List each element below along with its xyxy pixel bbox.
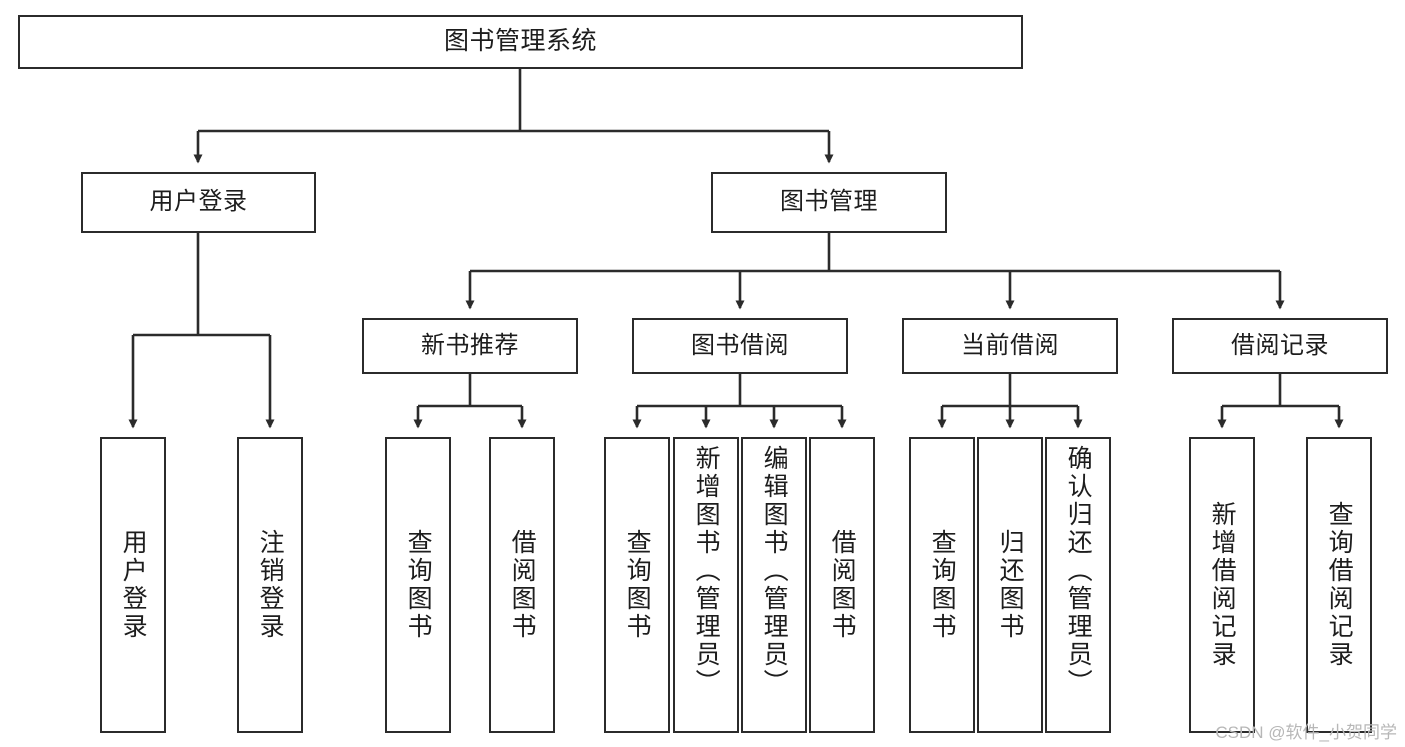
node-label: 查询借阅记录 bbox=[1325, 501, 1354, 669]
node-label: 注销登录 bbox=[256, 529, 285, 641]
node-label: 查询图书 bbox=[623, 529, 652, 641]
node-leaf-borrow-book-1[interactable]: 借阅图书 bbox=[489, 437, 555, 733]
node-label: 图书管理 bbox=[780, 188, 878, 216]
node-leaf-edit-book[interactable]: 编辑图书（管理员） bbox=[741, 437, 807, 733]
node-label: 新增图书（管理员） bbox=[692, 445, 721, 697]
node-leaf-query-book-2[interactable]: 查询图书 bbox=[604, 437, 670, 733]
node-label: 图书管理系统 bbox=[443, 27, 597, 56]
node-new-book-recommend[interactable]: 新书推荐 bbox=[362, 318, 578, 374]
node-leaf-user-login[interactable]: 用户登录 bbox=[100, 437, 166, 733]
node-label: 查询图书 bbox=[404, 529, 433, 641]
node-book-manage[interactable]: 图书管理 bbox=[711, 172, 947, 233]
node-label: 用户登录 bbox=[149, 188, 248, 216]
node-label: 编辑图书（管理员） bbox=[760, 445, 789, 697]
node-leaf-logout-login[interactable]: 注销登录 bbox=[237, 437, 303, 733]
node-label: 借阅图书 bbox=[828, 529, 857, 641]
node-label: 归还图书 bbox=[996, 529, 1025, 641]
node-label: 新书推荐 bbox=[421, 331, 519, 359]
node-label: 用户登录 bbox=[119, 529, 148, 641]
node-leaf-borrow-book-2[interactable]: 借阅图书 bbox=[809, 437, 875, 733]
node-leaf-return-book[interactable]: 归还图书 bbox=[977, 437, 1043, 733]
node-leaf-confirm-return[interactable]: 确认归还（管理员） bbox=[1045, 437, 1111, 733]
node-current-borrow[interactable]: 当前借阅 bbox=[902, 318, 1118, 374]
node-leaf-add-book[interactable]: 新增图书（管理员） bbox=[673, 437, 739, 733]
node-label: 借阅记录 bbox=[1231, 331, 1329, 359]
node-book-borrow[interactable]: 图书借阅 bbox=[632, 318, 848, 374]
node-leaf-add-record[interactable]: 新增借阅记录 bbox=[1189, 437, 1255, 733]
node-label: 借阅图书 bbox=[508, 529, 537, 641]
node-label: 查询图书 bbox=[928, 529, 957, 641]
node-leaf-query-book-3[interactable]: 查询图书 bbox=[909, 437, 975, 733]
node-leaf-query-book-1[interactable]: 查询图书 bbox=[385, 437, 451, 733]
node-root-system[interactable]: 图书管理系统 bbox=[18, 15, 1023, 69]
node-label: 当前借阅 bbox=[961, 331, 1059, 359]
node-label: 确认归还（管理员） bbox=[1064, 445, 1093, 697]
node-borrow-record[interactable]: 借阅记录 bbox=[1172, 318, 1388, 374]
node-label: 图书借阅 bbox=[691, 331, 789, 359]
watermark-text: CSDN @软件_小贺同学 bbox=[1215, 723, 1397, 742]
node-label: 新增借阅记录 bbox=[1208, 501, 1237, 669]
node-leaf-query-record[interactable]: 查询借阅记录 bbox=[1306, 437, 1372, 733]
node-user-login[interactable]: 用户登录 bbox=[81, 172, 316, 233]
